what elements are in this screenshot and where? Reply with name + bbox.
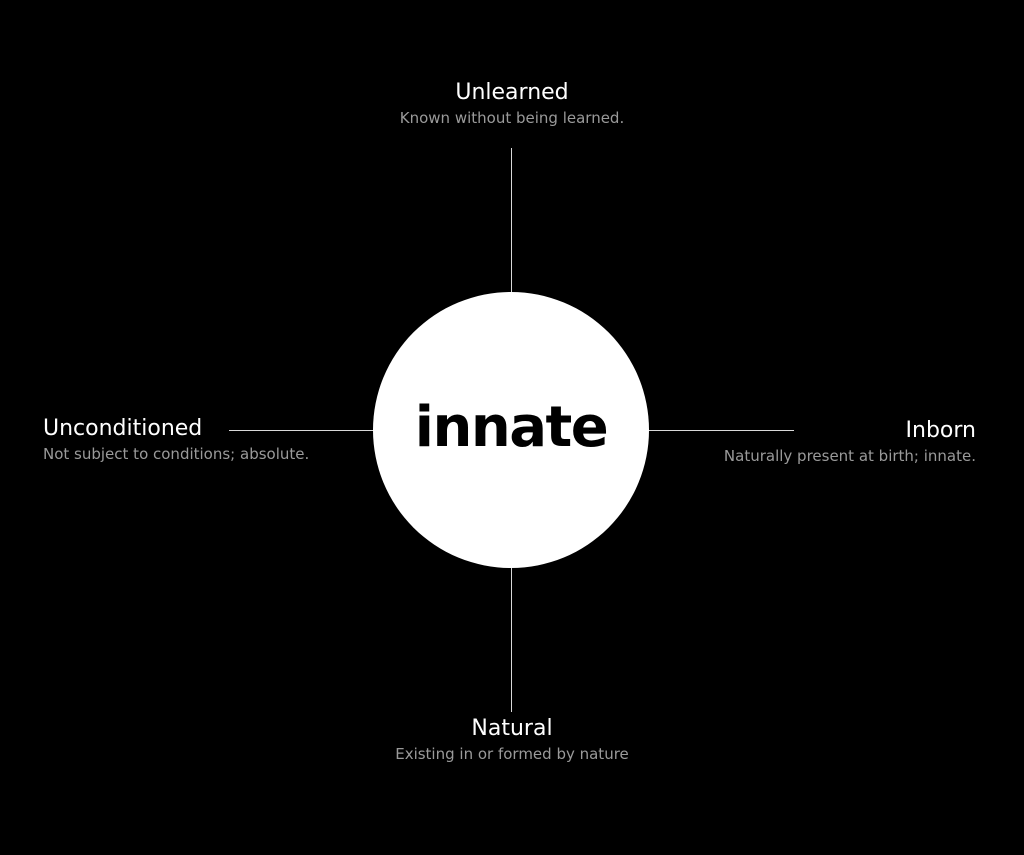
term-top: Unlearned Known without being learned. — [312, 80, 712, 128]
connector-line-left — [229, 430, 375, 431]
connector-line-top — [511, 148, 512, 294]
term-right-definition: Naturally present at birth; innate. — [723, 447, 976, 465]
connector-line-right — [648, 430, 794, 431]
term-right-title: Inborn — [905, 418, 976, 443]
term-top-title: Unlearned — [455, 80, 569, 105]
center-circle: innate — [373, 292, 649, 568]
term-top-definition: Known without being learned. — [399, 109, 625, 127]
center-word: innate — [414, 395, 609, 460]
term-left-title: Unconditioned — [43, 416, 203, 441]
term-bottom-title: Natural — [471, 716, 553, 741]
term-left: Unconditioned Not subject to conditions;… — [43, 416, 309, 464]
term-bottom: Natural Existing in or formed by nature — [312, 716, 712, 764]
term-left-definition: Not subject to conditions; absolute. — [43, 445, 310, 463]
term-bottom-definition: Existing in or formed by nature — [395, 745, 629, 763]
connector-line-bottom — [511, 566, 512, 712]
term-right: Inborn Naturally present at birth; innat… — [724, 418, 976, 466]
